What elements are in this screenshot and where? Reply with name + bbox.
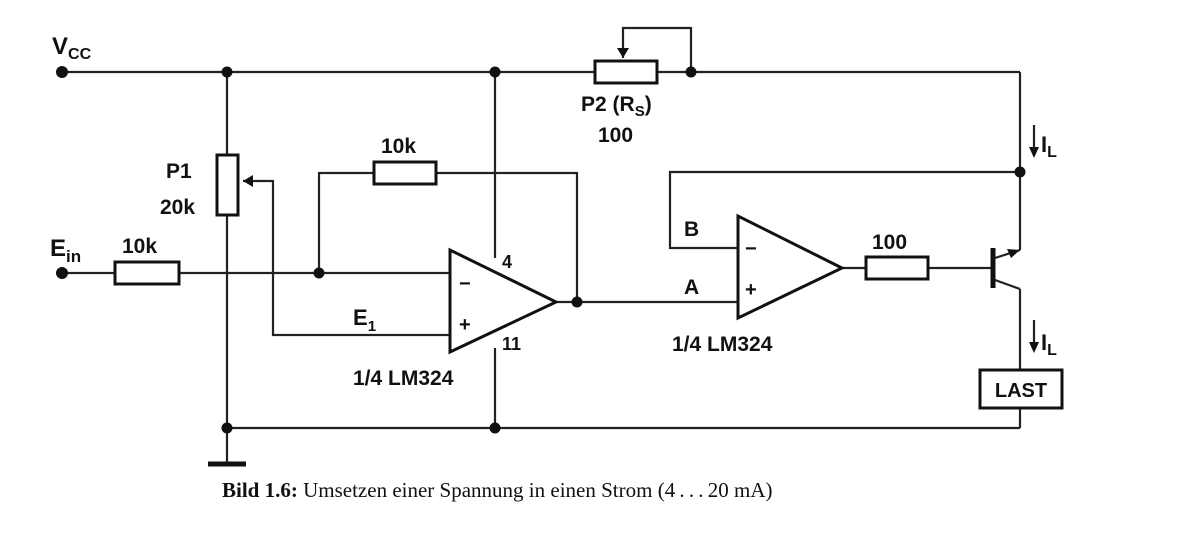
opamp-1	[448, 247, 560, 355]
junction-dot	[571, 296, 583, 308]
opamp-2	[736, 213, 846, 321]
opamp1-minus: −	[459, 273, 471, 295]
il-bottom-arrow-head	[1029, 342, 1039, 353]
resistor-output-label: 100	[872, 231, 907, 254]
il-top-arrow-head	[1029, 147, 1039, 158]
p2-name-label: P2 (RS)	[581, 93, 652, 120]
caption-prefix: Bild 1.6:	[222, 478, 298, 502]
p2-value-label: 100	[598, 124, 633, 147]
caption-text: Umsetzen einer Spannung in einen Strom (…	[297, 478, 773, 502]
junction-dot	[489, 422, 501, 434]
resistor-input	[113, 260, 181, 286]
p1-value-label: 20k	[160, 196, 195, 219]
junction-dot	[221, 422, 233, 434]
pin4-label: 4	[502, 252, 512, 272]
b-feedback-wire	[668, 170, 1020, 250]
opamp2-minus: −	[745, 238, 757, 260]
components	[113, 59, 1064, 410]
p2-wiper-loop	[621, 26, 693, 72]
potentiometer-p1	[215, 153, 240, 217]
p2-wiper-arrow	[617, 48, 629, 58]
opamp2-label: 1/4 LM324	[672, 333, 773, 356]
il-bottom-label: IL	[1041, 330, 1057, 359]
opamp1-plus: +	[459, 314, 471, 336]
transistor-collector	[994, 278, 1021, 291]
resistor-input-label: 10k	[122, 235, 157, 258]
ein-terminal	[56, 267, 68, 279]
load-label: LAST	[995, 380, 1047, 402]
current-arrows	[1029, 125, 1039, 353]
junction-dot	[313, 267, 325, 279]
junction-dot	[489, 66, 501, 78]
figure-caption: Bild 1.6: Umsetzen einer Spannung in ein…	[222, 478, 773, 503]
feedback-right	[436, 171, 579, 302]
node-a-label: A	[684, 276, 699, 299]
resistor-feedback-label: 10k	[381, 135, 416, 158]
transistor-emitter-arrow	[1007, 249, 1020, 258]
wires	[62, 26, 1022, 467]
il-top-label: IL	[1041, 132, 1057, 161]
p1-wiper-wire	[243, 179, 450, 337]
opamp2-plus: +	[745, 279, 757, 301]
junction-dot	[685, 66, 697, 78]
resistor-output	[864, 255, 930, 281]
node-b-label: B	[684, 218, 699, 241]
opamp1-label: 1/4 LM324	[353, 367, 454, 390]
feedback-left	[317, 171, 374, 273]
junctions	[56, 66, 1026, 434]
pin11-label: 11	[502, 334, 521, 354]
ein-label: Ein	[50, 235, 81, 266]
resistor-feedback	[372, 160, 438, 186]
potentiometer-p2	[593, 59, 659, 85]
vcc-terminal	[56, 66, 68, 78]
labels: VCC Ein 10k P1 20k 10k E1 4 11 − + 1/4 L…	[50, 33, 1057, 402]
p1-name-label: P1	[166, 160, 192, 183]
vcc-label: VCC	[52, 33, 92, 63]
junction-dot	[221, 66, 233, 78]
p1-wiper-arrow	[243, 175, 253, 187]
load-box	[978, 368, 1064, 410]
junction-dot	[1014, 166, 1026, 178]
e1-label: E1	[353, 305, 376, 335]
